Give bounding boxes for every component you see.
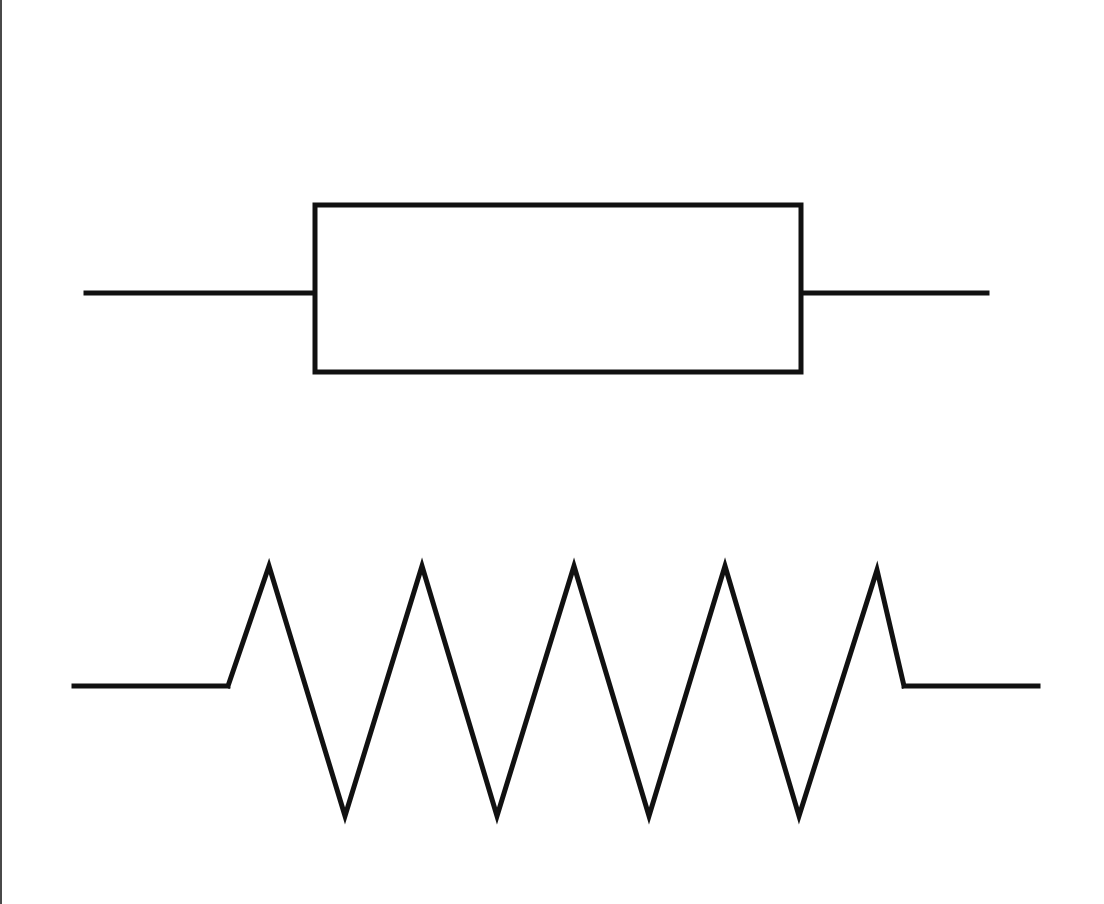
iec-resistor-body bbox=[312, 202, 804, 375]
ansi-resistor-symbol bbox=[71, 557, 1041, 825]
ansi-resistor-zigzag bbox=[224, 557, 908, 825]
iec-resistor-symbol bbox=[83, 202, 990, 375]
image-edge-border bbox=[0, 0, 2, 904]
